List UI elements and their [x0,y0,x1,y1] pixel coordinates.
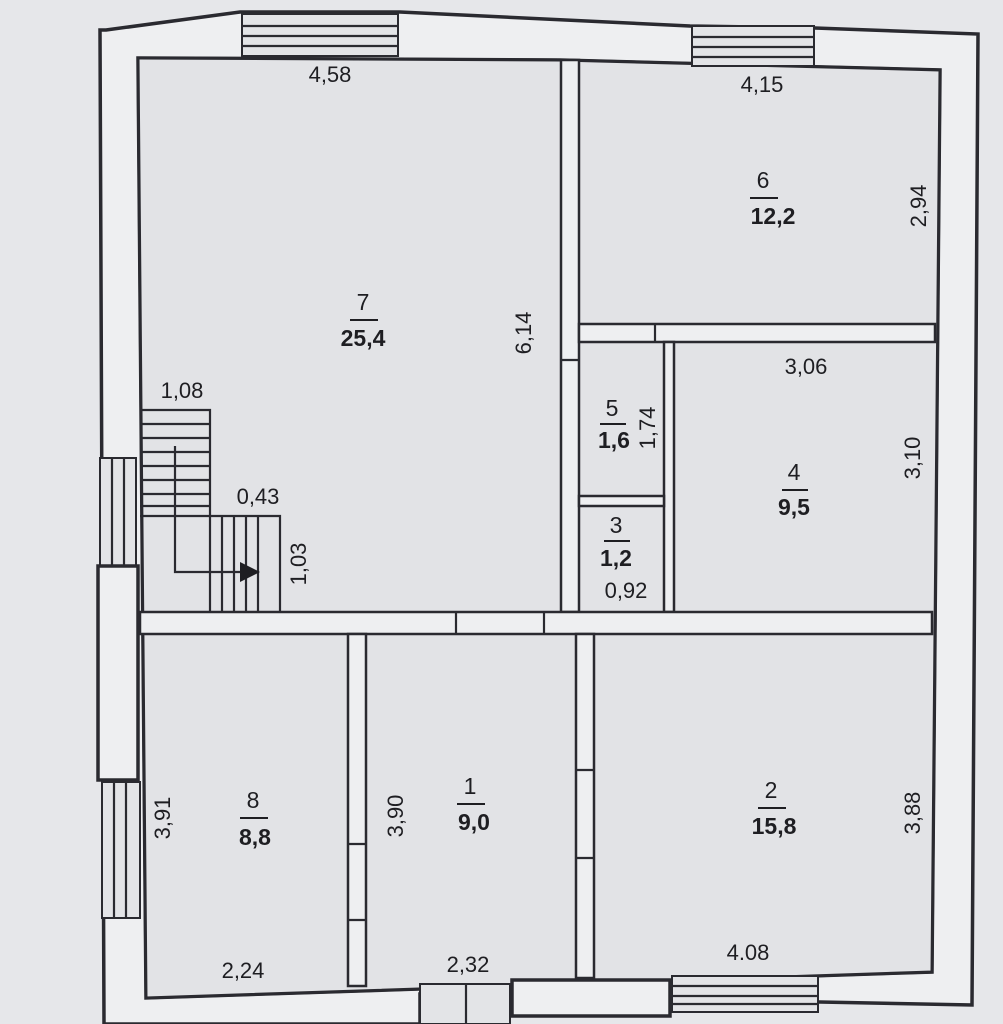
svg-text:7: 7 [357,289,370,315]
room-4-label: 4 9,5 [778,459,810,520]
dim-room6-width: 4,15 [741,72,784,97]
dim-room7-height: 6,14 [511,312,536,355]
svg-text:1,6: 1,6 [598,427,630,453]
dim-room8-width: 2,24 [222,958,265,983]
window-left-lower [101,781,141,919]
window-top-left [241,13,399,57]
svg-text:2: 2 [765,777,778,803]
svg-text:8,8: 8,8 [239,824,271,850]
dim-room1-height: 3,90 [383,795,408,838]
partition-room6-south [577,322,937,344]
svg-text:15,8: 15,8 [752,813,797,839]
svg-text:25,4: 25,4 [341,325,386,351]
dim-room3-width: 0,92 [605,578,648,603]
dim-room8-height: 3,91 [150,797,175,840]
dim-stair-landing: 0,43 [237,484,280,509]
dim-room7-width: 4,58 [309,62,352,87]
partition-room4-west [662,340,676,614]
bottom-wall-segment [510,978,672,1018]
stair-arrow-icon [240,562,260,582]
partition-room5-south [577,494,666,508]
window-top-right [691,25,815,67]
svg-text:12,2: 12,2 [751,203,796,229]
svg-text:9,0: 9,0 [458,809,490,835]
partition-middle [138,610,934,636]
partition-room8-east [346,632,368,988]
svg-text:4: 4 [788,459,801,485]
dim-room2-height: 3,88 [900,792,925,835]
dim-room4-height: 3,10 [900,437,925,480]
dim-stair-width: 1,08 [161,378,204,403]
staircase [140,408,282,612]
room-7-label: 7 25,4 [341,289,386,351]
room-8-label: 8 8,8 [239,787,271,850]
window-left-upper [99,457,137,567]
room-2-label: 2 15,8 [752,777,797,839]
room-6-label: 6 12,2 [750,167,795,229]
room-5-label: 5 1,6 [598,395,630,453]
dim-room5-height: 1,74 [635,407,660,450]
dim-room6-height: 2,94 [906,185,931,228]
door-bottom [419,983,511,1024]
window-bottom-right [671,975,819,1013]
dim-room4-width: 3,06 [785,354,828,379]
svg-text:9,5: 9,5 [778,494,810,520]
dim-stair-run: 1,03 [286,543,311,586]
svg-text:1,2: 1,2 [600,545,632,571]
svg-text:5: 5 [606,395,619,421]
partition-room1-east [574,632,596,980]
room-3-label: 3 1,2 [600,512,632,571]
svg-text:1: 1 [464,773,477,799]
svg-text:6: 6 [757,167,770,193]
room-1-label: 1 9,0 [457,773,490,835]
dim-room1-width: 2,32 [447,952,490,977]
left-wall-pier [96,564,140,782]
svg-text:3: 3 [610,512,623,538]
dim-room2-width: 4.08 [727,940,770,965]
partition-room7-east [559,58,581,614]
svg-text:8: 8 [247,787,260,813]
